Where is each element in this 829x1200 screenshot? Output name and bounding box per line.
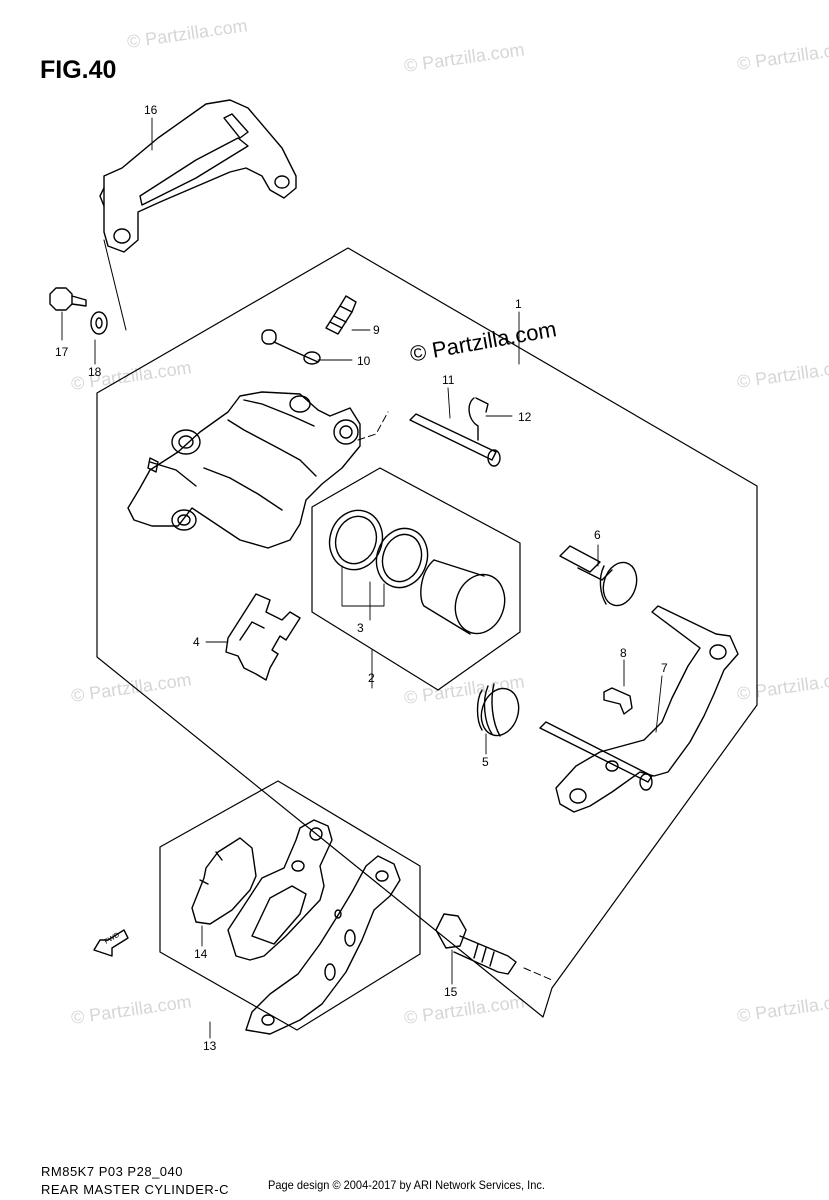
- callout-14: 14: [194, 947, 208, 961]
- bleeder-cap: [261, 329, 321, 365]
- slide-pin: [559, 545, 638, 607]
- caliper-assembly-outline: [96, 247, 758, 1018]
- leader-lines: [61, 117, 663, 1039]
- diagram-code: RM85K7 P03 P28_040: [41, 1164, 183, 1179]
- callout-16: 16: [144, 103, 158, 117]
- pad-shim: [245, 855, 401, 1035]
- callout-2: 2: [368, 671, 375, 685]
- seal-kit-outline: [311, 467, 521, 691]
- callout-15: 15: [444, 985, 458, 999]
- figure-title: FIG.40: [40, 56, 117, 84]
- callout-17: 17: [55, 345, 69, 359]
- piston: [420, 559, 506, 635]
- watermark: © Partzilla.com: [126, 15, 249, 52]
- pad-spring: [225, 593, 301, 681]
- washer: [90, 311, 108, 335]
- brake-pad-inner: [191, 837, 257, 925]
- callout-1: 1: [515, 297, 522, 311]
- callout-7: 7: [661, 661, 668, 675]
- pin-clip: [468, 397, 489, 441]
- watermark: © Partzilla.com: [736, 989, 829, 1026]
- watermark: © Partzilla.com: [736, 355, 829, 392]
- callout-6: 6: [594, 528, 601, 542]
- forward-arrow-icon: FWD: [93, 929, 129, 957]
- holder-bolt: [435, 913, 517, 975]
- copyright-notice: Page design © 2004-2017 by ARI Network S…: [268, 1178, 545, 1192]
- callout-18: 18: [88, 365, 102, 379]
- callout-10: 10: [357, 354, 371, 368]
- watermark: © Partzilla.com: [70, 669, 193, 706]
- caliper-body: [127, 391, 361, 549]
- bleeder-screw: [325, 295, 357, 335]
- callout-4: 4: [193, 635, 200, 649]
- watermark: © Partzilla.com: [70, 991, 193, 1028]
- callout-5: 5: [482, 755, 489, 769]
- piston-seals: [328, 509, 429, 589]
- brake-pad: [227, 819, 333, 961]
- pad-pin: [409, 413, 501, 467]
- caliper-holder: [539, 605, 739, 813]
- callout-11: 11: [442, 373, 455, 387]
- diagram-name: REAR MASTER CYLINDER-C: [41, 1182, 229, 1197]
- holder-clip: [603, 687, 633, 715]
- watermark: © Partzilla.com: [736, 37, 829, 74]
- watermark: © Partzilla.com: [403, 991, 526, 1028]
- callout-8: 8: [620, 646, 627, 660]
- watermark: © Partzilla.com: [736, 667, 829, 704]
- caliper-bracket: [99, 99, 297, 253]
- callout-3: 3: [357, 621, 364, 635]
- bolt: [49, 287, 87, 311]
- callout-12: 12: [518, 410, 532, 424]
- callout-9: 9: [373, 323, 380, 337]
- pad-set-outline: [159, 780, 421, 1031]
- callout-13: 13: [203, 1039, 217, 1053]
- dust-boot: [476, 683, 520, 737]
- watermark: © Partzilla.com: [403, 39, 526, 76]
